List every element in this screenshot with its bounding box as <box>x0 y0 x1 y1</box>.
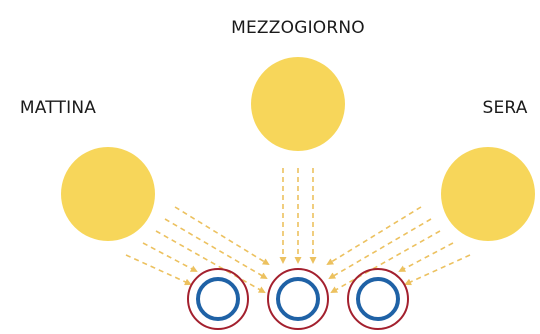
sun-morning <box>61 147 155 241</box>
ray-evening-3 <box>330 230 441 293</box>
ray-evening-2 <box>328 218 432 280</box>
left-target-outer-ring <box>187 268 249 330</box>
sun-evening <box>441 147 535 241</box>
left-target <box>187 268 249 330</box>
ray-evening-4 <box>398 242 454 272</box>
center-target-outer-ring <box>267 268 329 330</box>
ray-morning-4 <box>142 242 198 272</box>
right-target-outer-ring <box>347 268 409 330</box>
ray-evening-5 <box>404 254 471 286</box>
label-noon: MEZZOGIORNO <box>231 18 365 38</box>
ray-morning-1 <box>174 206 270 266</box>
right-target <box>347 268 409 330</box>
left-target-inner-ring <box>196 277 240 321</box>
center-target-inner-ring <box>276 277 320 321</box>
center-target <box>267 268 329 330</box>
ray-morning-5 <box>125 254 192 286</box>
label-morning: MATTINA <box>20 98 96 118</box>
rays-morning <box>125 206 270 293</box>
label-evening: SERA <box>482 98 527 118</box>
ray-morning-3 <box>155 230 266 293</box>
rays-noon <box>279 168 317 264</box>
ray-evening-1 <box>326 206 422 266</box>
right-target-inner-ring <box>356 277 400 321</box>
sun-noon <box>251 57 345 151</box>
rays-evening <box>326 206 471 293</box>
ray-morning-2 <box>164 218 268 280</box>
